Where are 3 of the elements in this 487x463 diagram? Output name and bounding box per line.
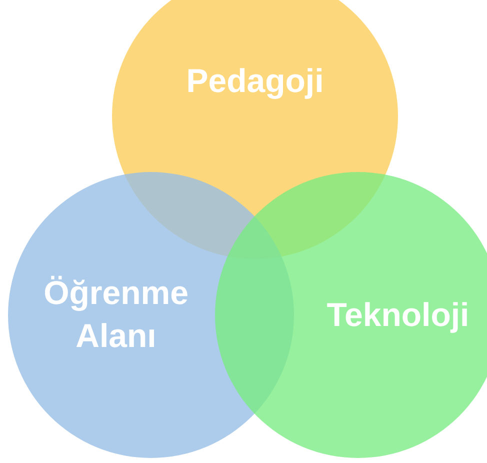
circle-label: Pedagoji: [186, 60, 324, 101]
circle-label: Öğrenme Alanı: [42, 273, 190, 356]
circle-label: Teknoloji: [326, 294, 470, 335]
